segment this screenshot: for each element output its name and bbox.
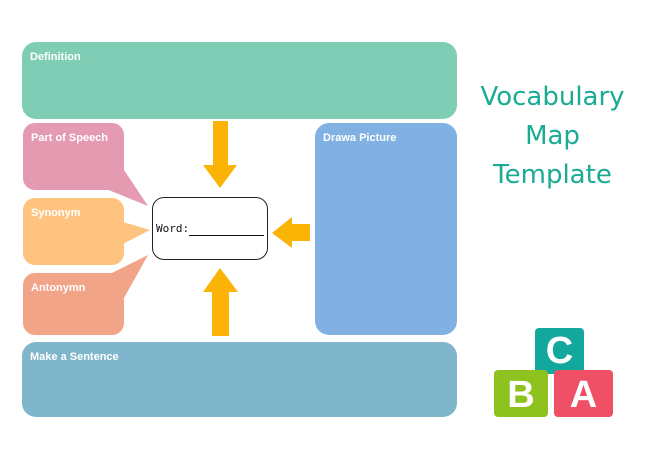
definition-box: Definition <box>22 42 457 119</box>
title-line-2: Map <box>525 121 580 151</box>
arrow-left <box>272 217 310 248</box>
synonym-box: Synonym <box>23 198 124 265</box>
block-b: B <box>494 370 548 417</box>
arrow-up <box>203 268 238 336</box>
antonym-label: Antonymn <box>31 282 86 294</box>
picture-label: Drawa Picture <box>323 132 397 144</box>
antonym-box: Antonymn <box>23 273 124 335</box>
definition-label: Definition <box>30 51 81 63</box>
page-title: Vocabulary Map Template <box>470 78 635 195</box>
block-a: A <box>554 370 613 417</box>
part-of-speech-label: Part of Speech <box>31 132 109 144</box>
title-line-1: Vocabulary <box>480 82 625 112</box>
picture-box: Drawa Picture <box>315 123 457 335</box>
word-blank-line <box>189 235 264 236</box>
title-line-3: Template <box>493 160 612 190</box>
word-label: Word: <box>156 222 190 235</box>
part-of-speech-box: Part of Speech <box>23 123 124 190</box>
synonym-tail <box>123 222 150 244</box>
block-c: C <box>535 328 584 374</box>
synonym-label: Synonym <box>31 207 81 219</box>
word-box: Word: <box>152 197 268 260</box>
sentence-box: Make a Sentence <box>22 342 457 417</box>
sentence-label: Make a Sentence <box>30 351 119 363</box>
arrow-down <box>203 121 237 188</box>
